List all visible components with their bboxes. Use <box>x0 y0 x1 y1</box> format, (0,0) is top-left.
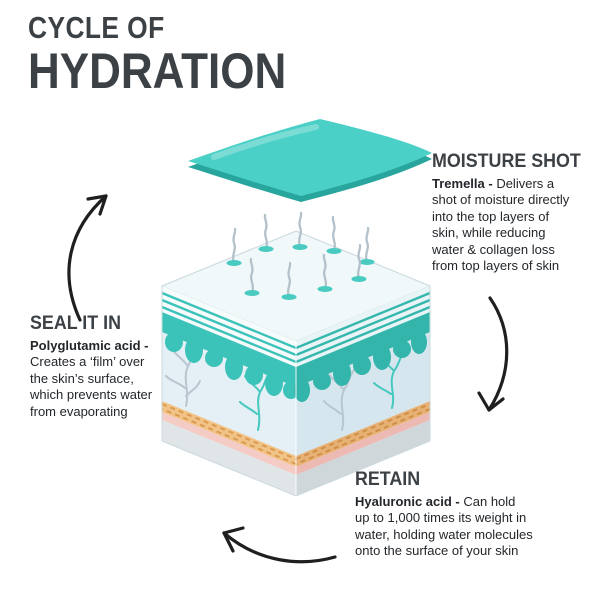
retain-desc: Can hold up to 1,000 times its weight in… <box>355 493 533 559</box>
hair-icon <box>258 213 274 252</box>
droplet-icon <box>317 286 333 292</box>
arrow-down-right-icon <box>477 296 509 412</box>
droplet-icon <box>281 294 297 300</box>
hair-icon <box>326 215 342 254</box>
hair-icon <box>281 261 297 300</box>
page-title: CYCLE OF HYDRATION <box>28 12 322 96</box>
droplet-icon <box>258 246 274 252</box>
hair-icon <box>244 257 260 296</box>
collagen-mesh-layer <box>161 401 431 467</box>
seal-it-in-desc: Creates a ‘film’ over the skin’s surface… <box>30 354 153 419</box>
hair-icon <box>351 243 367 282</box>
sheet-highlight <box>211 124 319 160</box>
title-line1: CYCLE OF <box>28 10 165 45</box>
retain-body: Hyaluronic acid - Can hold up to 1,000 t… <box>355 494 533 560</box>
droplet-icon <box>244 290 260 296</box>
epidermis-layer <box>162 312 430 402</box>
droplet-icon <box>326 248 342 254</box>
hair-icon <box>317 253 333 292</box>
retain-term: Hyaluronic acid - <box>355 493 460 509</box>
arrow-bottom-left-icon <box>222 526 337 564</box>
epidermis-drips-front <box>165 332 299 399</box>
seal-it-in-body: Polyglutamic acid - Creates a ‘film’ ove… <box>30 338 162 421</box>
seal-it-in-heading: SEAL IT IN <box>30 313 121 334</box>
moisture-shot-heading: MOISTURE SHOT <box>432 151 581 172</box>
epidermis-drips-side <box>294 330 427 402</box>
cycle-arrows <box>67 194 509 564</box>
section-seal-it-in: SEAL IT IN Polyglutamic acid - Creates a… <box>30 314 162 420</box>
moisture-sheet <box>188 119 432 202</box>
moisture-shot-term: Tremella - <box>432 175 493 191</box>
droplet-icon <box>226 260 242 266</box>
moisture-shot-desc: Delivers a shot of moisture directly int… <box>432 175 570 274</box>
arrow-up-left-icon <box>67 194 108 322</box>
hair-icon <box>226 227 242 266</box>
block-outline <box>161 230 431 497</box>
section-moisture-shot: MOISTURE SHOT Tremella - Delivers a shot… <box>432 151 581 275</box>
hair-icon <box>359 226 375 265</box>
skin-block <box>160 211 432 497</box>
droplet-icon <box>359 259 375 265</box>
section-retain: RETAIN Hyaluronic acid - Can hold up to … <box>355 470 533 560</box>
moisture-shot-body: Tremella - Delivers a shot of moisture d… <box>432 176 574 275</box>
membrane-layer <box>162 412 430 475</box>
droplet-icon <box>292 244 308 250</box>
base-layer <box>162 420 430 496</box>
hair-icon <box>292 211 308 250</box>
retain-heading: RETAIN <box>355 469 421 490</box>
hairs <box>226 211 375 300</box>
title-line2: HYDRATION <box>28 43 287 99</box>
droplet-icon <box>351 276 367 282</box>
seal-it-in-term: Polyglutamic acid - <box>30 337 149 353</box>
dermis-layer <box>162 332 430 456</box>
sheet-surface <box>188 119 432 196</box>
surface-stripes-layer <box>161 286 431 367</box>
